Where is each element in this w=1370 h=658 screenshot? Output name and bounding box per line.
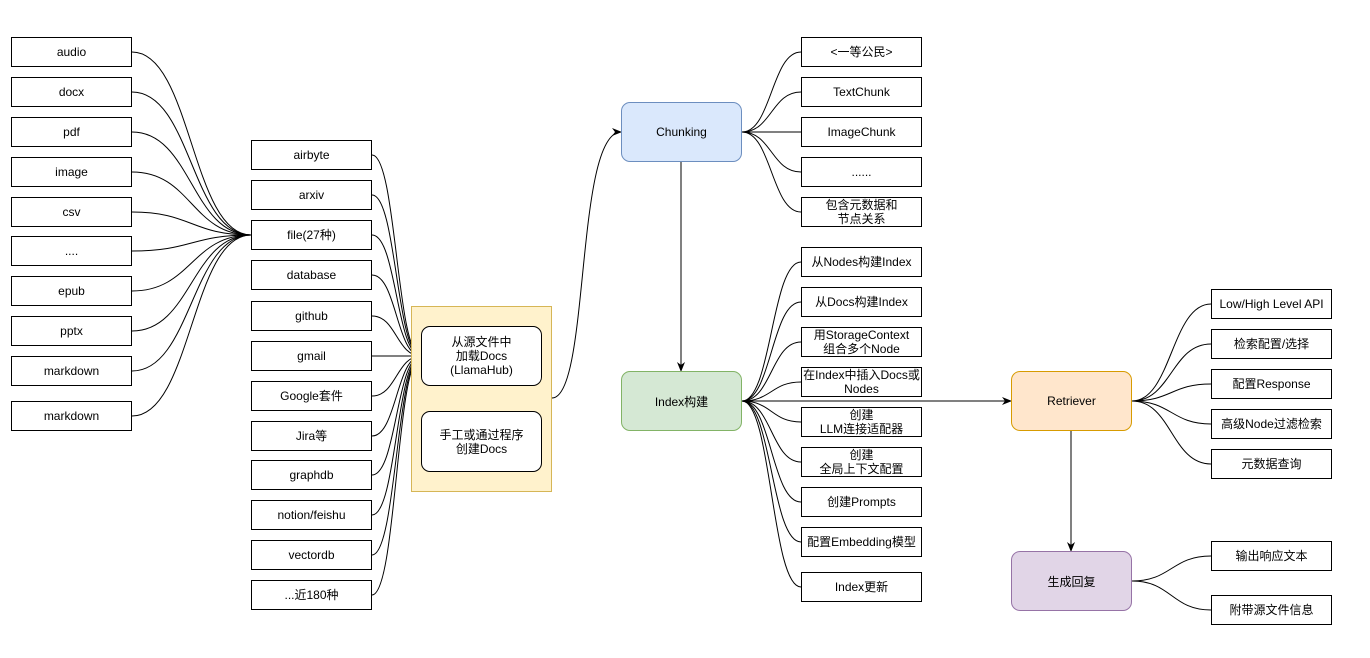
loader-node[interactable]: notion/feishu	[251, 500, 372, 530]
index-child-node[interactable]: 创建 LLM连接适配器	[801, 407, 922, 437]
index-child-node[interactable]: 在Index中插入Docs或 Nodes	[801, 367, 922, 397]
file-type-connector	[131, 234, 252, 417]
loader-node[interactable]: Google套件	[251, 381, 372, 411]
file-type-connector	[131, 234, 252, 292]
file-type-connector	[131, 234, 252, 252]
index-child-connector	[741, 381, 802, 402]
retriever-child-connector	[1131, 343, 1212, 402]
file-type-node[interactable]: pdf	[11, 117, 132, 147]
chunking-child-connector	[741, 131, 802, 213]
file-type-connector	[131, 91, 252, 236]
file-type-node[interactable]: markdown	[11, 356, 132, 386]
chunking-child-node[interactable]: 包含元数据和 节点关系	[801, 197, 922, 227]
index-child-connector	[741, 400, 802, 588]
response-child-connector	[1131, 580, 1212, 611]
file-type-node[interactable]: markdown	[11, 401, 132, 431]
file-type-node[interactable]: pptx	[11, 316, 132, 346]
loader-node[interactable]: vectordb	[251, 540, 372, 570]
retriever-child-node[interactable]: 检索配置/选择	[1211, 329, 1332, 359]
file-type-node[interactable]: csv	[11, 197, 132, 227]
index-child-node[interactable]: Index更新	[801, 572, 922, 602]
loader-node[interactable]: ...近180种	[251, 580, 372, 610]
index-child-node[interactable]: 从Docs构建Index	[801, 287, 922, 317]
response-child-connector	[1131, 555, 1212, 582]
index-child-connector	[741, 400, 802, 423]
loader-node[interactable]: Jira等	[251, 421, 372, 451]
index-child-node[interactable]: 创建 全局上下文配置	[801, 447, 922, 477]
file-type-node[interactable]: docx	[11, 77, 132, 107]
retriever-child-node[interactable]: Low/High Level API	[1211, 289, 1332, 319]
index-child-node[interactable]: 从Nodes构建Index	[801, 247, 922, 277]
index-child-connector	[741, 400, 802, 463]
loader-node[interactable]: graphdb	[251, 460, 372, 490]
response-child-node[interactable]: 输出响应文本	[1211, 541, 1332, 571]
loader-node[interactable]: github	[251, 301, 372, 331]
chunking-child-node[interactable]: ......	[801, 157, 922, 187]
chunking-child-connector	[741, 91, 802, 133]
response-child-node[interactable]: 附带源文件信息	[1211, 595, 1332, 625]
index-child-connector	[741, 400, 802, 543]
chunking-child-connector	[741, 51, 802, 133]
file-type-node[interactable]: epub	[11, 276, 132, 306]
file-type-connector	[131, 211, 252, 236]
file-type-connector	[131, 171, 252, 236]
file-type-connector	[131, 51, 252, 236]
chunking-node[interactable]: Chunking	[621, 102, 742, 162]
file-type-connector	[131, 234, 252, 372]
index-child-connector	[741, 400, 802, 503]
chunking-child-node[interactable]: <一等公民>	[801, 37, 922, 67]
chunking-child-node[interactable]: TextChunk	[801, 77, 922, 107]
file-type-connector	[131, 131, 252, 236]
file-type-node[interactable]: image	[11, 157, 132, 187]
loader-node[interactable]: file(27种)	[251, 220, 372, 250]
file-type-connector	[131, 234, 252, 332]
loader-node[interactable]: airbyte	[251, 140, 372, 170]
loader-node[interactable]: gmail	[251, 341, 372, 371]
retriever-child-connector	[1131, 383, 1212, 402]
index-child-connector	[741, 301, 802, 402]
create-docs-node[interactable]: 手工或通过程序 创建Docs	[421, 411, 542, 472]
index-child-connector	[741, 341, 802, 402]
index-child-connector	[741, 261, 802, 402]
index-build-node[interactable]: Index构建	[621, 371, 742, 431]
retriever-child-node[interactable]: 高级Node过滤检索	[1211, 409, 1332, 439]
retriever-node[interactable]: Retriever	[1011, 371, 1132, 431]
retriever-child-node[interactable]: 元数据查询	[1211, 449, 1332, 479]
retriever-child-node[interactable]: 配置Response	[1211, 369, 1332, 399]
index-child-node[interactable]: 用StorageContext 组合多个Node	[801, 327, 922, 357]
index-child-node[interactable]: 创建Prompts	[801, 487, 922, 517]
loader-node[interactable]: database	[251, 260, 372, 290]
chunking-child-connector	[741, 131, 802, 173]
retriever-child-connector	[1131, 400, 1212, 465]
index-child-node[interactable]: 配置Embedding模型	[801, 527, 922, 557]
chunking-child-node[interactable]: ImageChunk	[801, 117, 922, 147]
load-docs-node[interactable]: 从源文件中 加载Docs (LlamaHub)	[421, 326, 542, 386]
loader-node[interactable]: arxiv	[251, 180, 372, 210]
retriever-child-connector	[1131, 400, 1212, 425]
docs-to-chunking-arrow	[551, 128, 622, 399]
retriever-child-connector	[1131, 303, 1212, 402]
file-type-node[interactable]: ....	[11, 236, 132, 266]
generate-response-node[interactable]: 生成回复	[1011, 551, 1132, 611]
file-type-node[interactable]: audio	[11, 37, 132, 67]
